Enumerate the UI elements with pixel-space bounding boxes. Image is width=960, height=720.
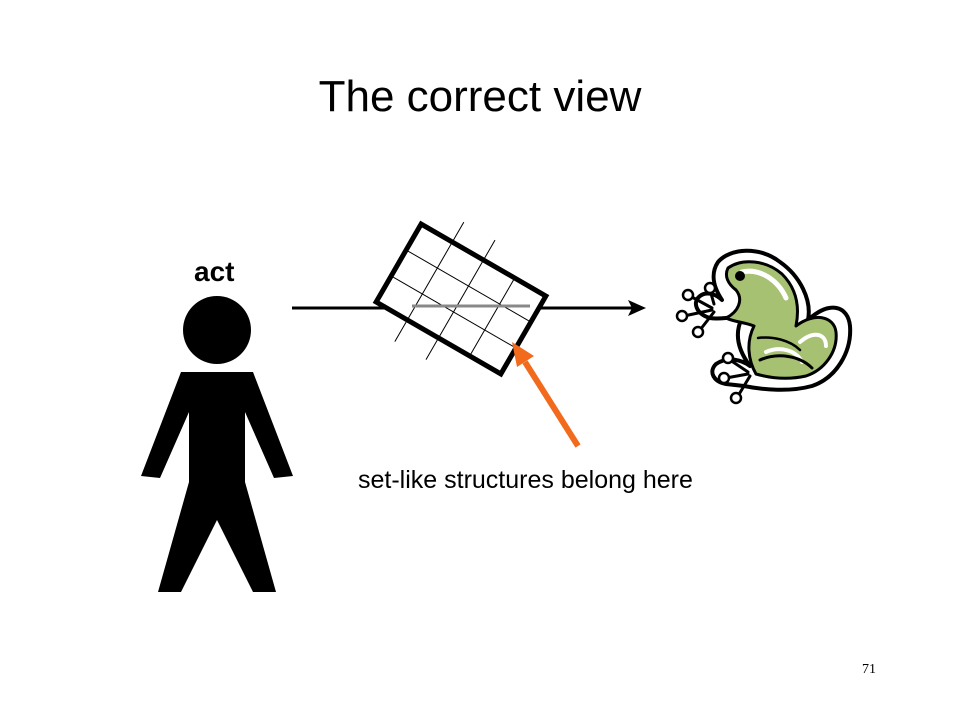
actor-label: act — [194, 256, 235, 287]
page-number: 71 — [862, 662, 876, 677]
slide-title: The correct view — [318, 72, 642, 121]
table-grid-icon — [372, 220, 550, 378]
pointer-arrow — [512, 342, 581, 448]
frog-icon — [675, 248, 853, 405]
person-icon — [141, 296, 293, 592]
caption: set-like structures belong here — [358, 466, 693, 494]
